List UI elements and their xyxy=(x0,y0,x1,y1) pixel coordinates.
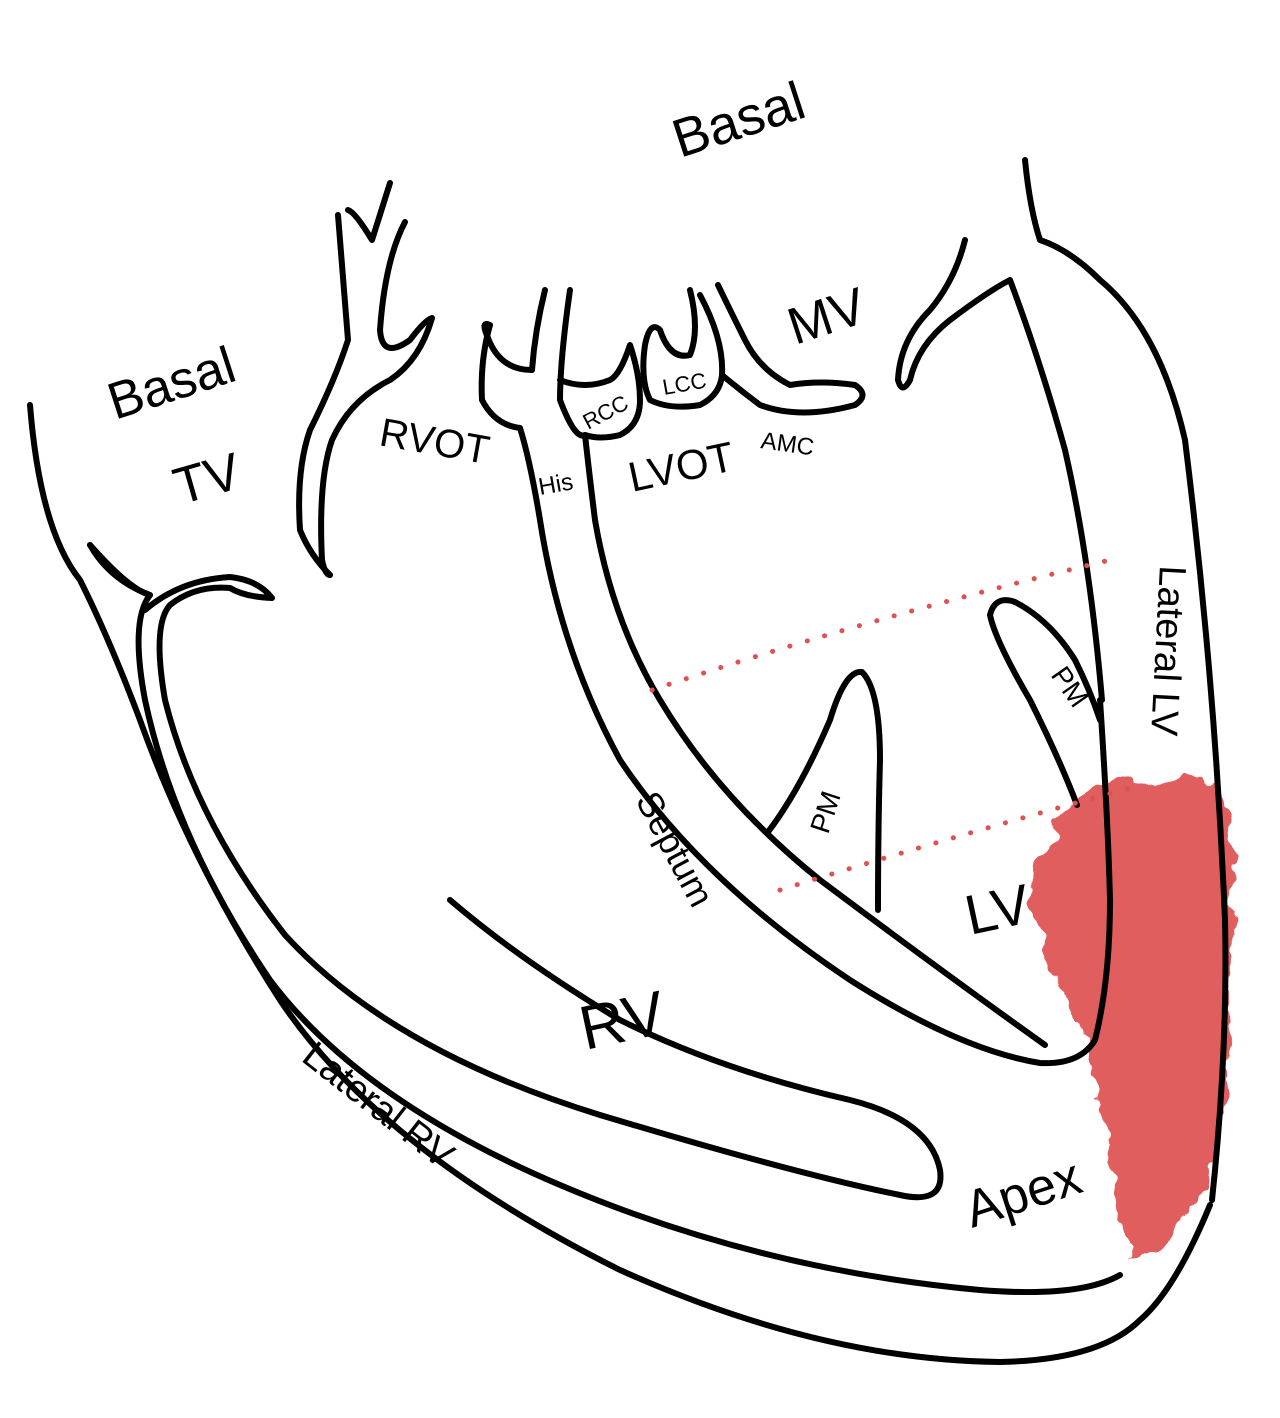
label-rv: RV xyxy=(574,978,672,1063)
label-tv: TV xyxy=(167,442,247,516)
label-rvot: RVOT xyxy=(376,411,492,474)
rv-inner-wall-a xyxy=(87,542,1123,1296)
label-basal-left: Basal xyxy=(101,336,243,431)
label-basal-top: Basal xyxy=(665,71,812,170)
septum-inner xyxy=(582,432,1048,1048)
label-lcc: LCC xyxy=(661,368,709,400)
label-septum: Septum xyxy=(628,785,722,914)
rv-inner-loop xyxy=(142,574,944,1201)
rvot-left-wall xyxy=(296,212,351,578)
dotted-line-basal xyxy=(649,557,1113,693)
label-pm-left: PM xyxy=(804,787,846,837)
aortic-root-left xyxy=(478,287,1113,1067)
label-lvot: LVOT xyxy=(624,433,738,501)
papillary-muscle-right xyxy=(987,597,1103,808)
rv-outer-wall xyxy=(27,402,1213,1365)
label-pm-right: PM xyxy=(1045,661,1094,713)
papillary-muscle-left xyxy=(765,669,883,913)
label-lateral-lv: Lateral LV xyxy=(1142,565,1193,738)
label-rcc: RCC xyxy=(579,390,633,435)
mv-anterior xyxy=(895,237,1105,703)
infarct-region xyxy=(1030,775,1234,1262)
label-amc: AMC xyxy=(759,427,816,461)
label-apex: Apex xyxy=(958,1148,1089,1240)
label-lv: LV xyxy=(959,872,1036,947)
label-mv: MV xyxy=(781,277,873,356)
amc-leaflet xyxy=(715,282,866,416)
rvot-right-wall xyxy=(318,180,435,578)
label-his: His xyxy=(536,468,575,501)
lateral-lv-wall xyxy=(1022,157,1229,1203)
rcc-cusp xyxy=(557,287,643,441)
label-lateral-rv: Lateral RV xyxy=(294,1034,461,1178)
tv-leaflet xyxy=(87,542,153,598)
